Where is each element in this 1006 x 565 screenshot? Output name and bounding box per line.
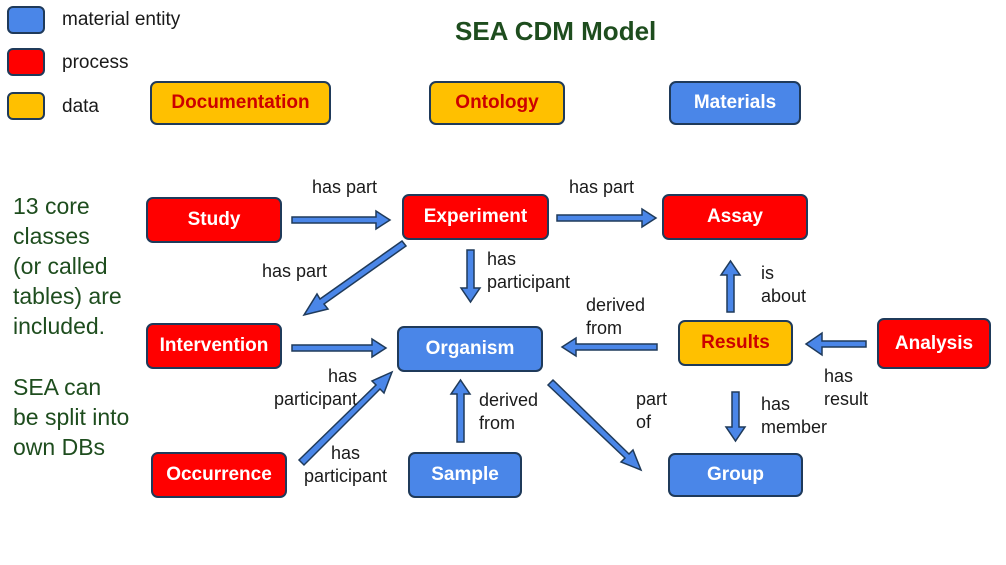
legend-swatch-data xyxy=(7,92,45,120)
node-group: Group xyxy=(668,453,803,497)
arrow-intervention-organism xyxy=(291,337,388,359)
edge-label-intervention-organism: has participant xyxy=(274,366,358,409)
legend-swatch-process xyxy=(7,48,45,76)
arrow-results-group xyxy=(724,391,747,443)
documentation-box: Documentation xyxy=(150,81,331,125)
node-analysis: Analysis xyxy=(877,318,991,369)
edge-label-results-organism: derived from xyxy=(586,295,646,338)
edge-label-experiment-assay: has part xyxy=(569,177,635,197)
legend-swatch-material-entity xyxy=(7,6,45,34)
edge-label-experiment-intervention: has part xyxy=(262,261,328,281)
node-sample: Sample xyxy=(408,452,522,498)
diagram-title: SEA CDM Model xyxy=(455,16,657,46)
legend-label-process: process xyxy=(62,52,129,73)
legend-label-material-entity: material entity xyxy=(62,9,181,30)
ontology-box: Ontology xyxy=(429,81,565,125)
arrow-results-organism xyxy=(560,336,658,358)
node-organism: Organism xyxy=(397,326,543,372)
arrow-results-assay xyxy=(719,259,742,313)
split-note: SEA can be split into own DBs xyxy=(13,374,130,460)
edge-label-results-assay: is about xyxy=(761,263,807,306)
node-results: Results xyxy=(678,320,793,366)
arrow-experiment-assay xyxy=(556,207,658,229)
arrow-study-experiment xyxy=(291,209,392,231)
node-experiment: Experiment xyxy=(402,194,549,240)
edge-label-experiment-organism: has participant xyxy=(487,249,571,292)
node-study: Study xyxy=(146,197,282,243)
arrow-experiment-intervention xyxy=(302,239,408,317)
arrow-occurrence-organism xyxy=(297,370,394,467)
arrow-analysis-results xyxy=(804,331,867,357)
node-occurrence: Occurrence xyxy=(151,452,287,498)
edge-label-results-group: has member xyxy=(761,394,828,437)
legend-label-data: data xyxy=(62,96,99,117)
edge-label-occurrence-organism: has participant xyxy=(304,443,388,486)
edge-label-study-experiment: has part xyxy=(312,177,378,197)
edge-label-analysis-results: has result xyxy=(824,366,869,409)
node-assay: Assay xyxy=(662,194,808,240)
node-intervention: Intervention xyxy=(146,323,282,369)
arrow-organism-group xyxy=(546,378,643,472)
materials-box: Materials xyxy=(669,81,801,125)
arrow-sample-organism xyxy=(449,378,472,443)
arrow-experiment-organism xyxy=(459,249,482,304)
edge-label-sample-organism: derived from xyxy=(479,390,539,433)
edge-label-organism-group: part of xyxy=(636,389,668,432)
core-classes-note: 13 core classes (or called tables) are i… xyxy=(13,193,122,339)
